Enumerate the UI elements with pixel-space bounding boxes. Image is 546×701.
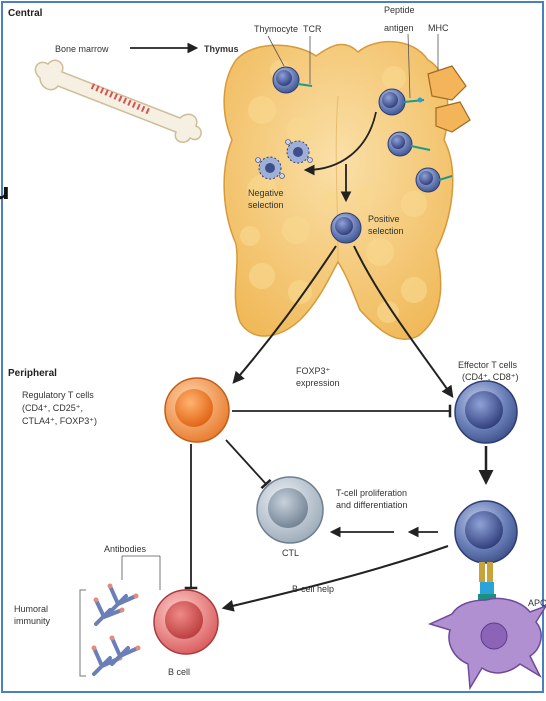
bcell-help-arrow [224, 546, 448, 608]
tcr-label: TCR [303, 24, 322, 34]
activated-effector-t-cell [455, 501, 517, 563]
b-cell-label: B cell [168, 667, 190, 677]
negative-selection-label-2: selection [248, 200, 284, 210]
effector-label-1: Effector T cells [458, 360, 518, 370]
treg-label-1: Regulatory T cells [22, 390, 94, 400]
mhc-label: MHC [428, 23, 449, 33]
positive-selected-thymocyte [331, 213, 361, 243]
treg-label-2: (CD4⁺, CD25⁺, [22, 403, 83, 413]
apc-cell [430, 599, 546, 689]
effector-label-2: (CD4⁺, CD8⁺) [462, 372, 519, 382]
bcell-help-label: B-cell help [292, 584, 334, 594]
positive-selection-label-2: selection [368, 226, 404, 236]
positive-selection-label-1: Positive [368, 214, 400, 224]
ctl-label: CTL [282, 548, 299, 558]
tcr-mhc-synapse-icon [478, 562, 496, 604]
foxp3-label-2: expression [296, 378, 340, 388]
peptide-label-1: Peptide [384, 5, 415, 15]
apc-label: APC [528, 598, 546, 608]
side-glyph: u [0, 180, 10, 205]
antibody-icon-4 [110, 636, 141, 665]
treg-label-3: CTLA4⁺, FOXP3⁺) [22, 416, 97, 426]
humoral-label-2: immunity [14, 616, 51, 626]
regulatory-t-cell [165, 378, 229, 442]
peripheral-heading: Peripheral [8, 368, 57, 379]
tcell-proliferation-label-2: and differentiation [336, 500, 407, 510]
thymus-label: Thymus [204, 44, 239, 54]
central-heading: Central [8, 8, 43, 19]
effector-t-cell [455, 381, 517, 443]
b-cell [154, 590, 218, 654]
bone-marrow-icon [35, 60, 201, 142]
foxp3-label-1: FOXP3⁺ [296, 366, 331, 376]
thymocyte-label: Thymocyte [254, 24, 298, 34]
peptide-label-2: antigen [384, 23, 414, 33]
humoral-label-1: Humoral [14, 604, 48, 614]
antibodies-label: Antibodies [104, 544, 147, 554]
bone-marrow-label: Bone marrow [55, 44, 109, 54]
ctl-cell [257, 477, 323, 543]
treg-inhibits-ctl [226, 440, 266, 484]
tcell-proliferation-label-1: T-cell proliferation [336, 488, 407, 498]
negative-selection-label-1: Negative [248, 188, 284, 198]
humoral-bracket [80, 590, 86, 676]
